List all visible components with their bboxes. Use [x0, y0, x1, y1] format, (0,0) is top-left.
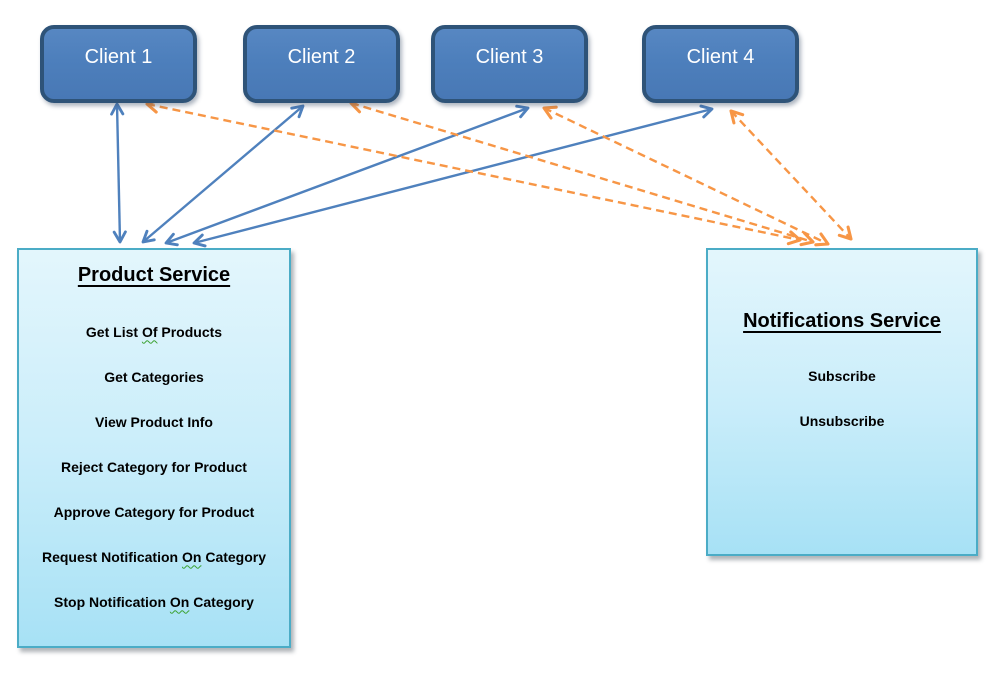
connection-client-2-notifications-service [349, 98, 815, 247]
item-text: View Product Info [95, 413, 213, 430]
connection-lines [110, 98, 853, 248]
item-text-spellcheck: On [181, 548, 202, 565]
item-text: Category [189, 593, 254, 610]
notifications-service-item: Unsubscribe [708, 398, 976, 443]
notifications-service-items: Subscribe Unsubscribe [708, 353, 976, 443]
client-label: Client 3 [475, 45, 544, 68]
item-text: Category [201, 548, 267, 565]
client-4-box: Client 4 [642, 25, 799, 103]
item-text: Reject Category for Product [61, 458, 247, 475]
item-text: Get Categories [104, 368, 204, 385]
client-label: Client 1 [84, 45, 153, 68]
item-text-spellcheck: On [169, 593, 190, 610]
connection-client-1-notifications-service [145, 98, 802, 246]
client-2-box: Client 2 [243, 25, 400, 103]
connection-client-4-notifications-service [729, 109, 853, 241]
product-service-items: Get List Of Products Get Categories View… [19, 309, 289, 624]
item-text: Approve Category for Product [53, 503, 255, 520]
product-service-item: Approve Category for Product [19, 489, 289, 534]
connection-client-4-product-service [192, 104, 714, 248]
product-service-item: Stop Notification On Category [19, 579, 289, 624]
connection-client-1-product-service [110, 102, 127, 244]
product-service-item: Reject Category for Product [19, 444, 289, 489]
notifications-service-box: Notifications Service Subscribe Unsubscr… [706, 248, 978, 556]
item-text: Unsubscribe [799, 412, 885, 429]
product-service-item: Request Notification On Category [19, 534, 289, 579]
item-text: Stop Notification [54, 593, 170, 610]
product-service-box: Product Service Get List Of Products Get… [17, 248, 291, 648]
notifications-service-item: Subscribe [708, 353, 976, 398]
item-text: Request Notification [41, 548, 182, 565]
product-service-item: View Product Info [19, 399, 289, 444]
product-service-item: Get Categories [19, 354, 289, 399]
item-text-spellcheck: Of [141, 323, 158, 340]
item-text: Products [157, 323, 223, 340]
connection-client-2-product-service [141, 104, 305, 244]
client-label: Client 4 [686, 45, 755, 68]
item-text: Subscribe [808, 367, 876, 384]
item-text: Get List [85, 323, 142, 340]
client-3-box: Client 3 [431, 25, 588, 103]
client-1-box: Client 1 [40, 25, 197, 103]
connection-client-3-notifications-service [542, 105, 830, 247]
product-service-item: Get List Of Products [19, 309, 289, 354]
notifications-service-title: Notifications Service [743, 310, 941, 332]
product-service-title: Product Service [77, 264, 231, 286]
client-label: Client 2 [287, 45, 356, 68]
connection-client-3-product-service [164, 104, 530, 247]
